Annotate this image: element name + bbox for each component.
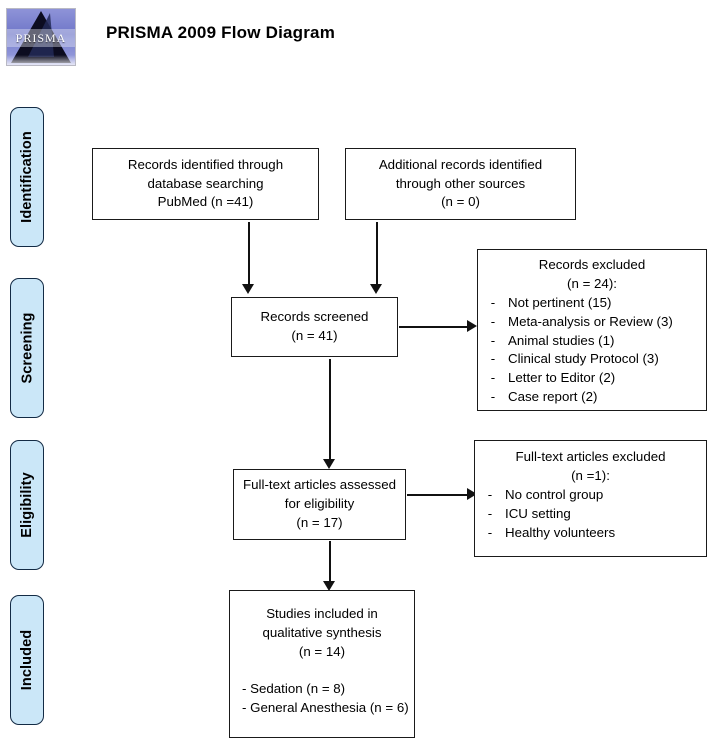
- connector-other-to-screened: [376, 222, 379, 284]
- box-records-screened: Records screened (n = 41): [231, 297, 398, 357]
- stage-label-included: Included: [10, 595, 44, 725]
- records-excluded-count: (n = 24):: [567, 275, 617, 291]
- box-records-identified-database: Records identified through database sear…: [92, 148, 319, 220]
- connector-screened-to-excluded: [399, 326, 467, 329]
- list-dash: -: [487, 505, 493, 521]
- fulltext-excluded-count: (n =1):: [571, 467, 610, 483]
- logo-shadow: [7, 55, 75, 65]
- included-line-2: qualitative synthesis: [262, 624, 382, 640]
- logo-triangle-sheen-icon: [28, 13, 54, 57]
- screened-line-2: (n = 41): [291, 328, 338, 343]
- list-item: - Meta-analysis or Review (3): [478, 313, 706, 332]
- list-item-label: ICU setting: [505, 505, 571, 521]
- list-item: - No control group: [475, 486, 706, 505]
- arrowhead-fulltext-to-included: [323, 581, 335, 591]
- list-dash: -: [490, 389, 496, 405]
- connector-screened-to-fulltext: [329, 359, 332, 459]
- included-breakdown-sedation: - Sedation (n = 8): [242, 680, 346, 696]
- arrowhead-database-to-screened: [242, 284, 254, 294]
- identified-other-line-1: Additional records identified: [378, 156, 543, 172]
- list-dash: -: [490, 351, 496, 367]
- box-studies-included: Studies included in qualitative synthesi…: [229, 590, 415, 738]
- included-spacer: [230, 662, 414, 680]
- list-dash: -: [487, 524, 493, 540]
- stage-label-screening: Screening: [10, 278, 44, 418]
- included-breakdown-general-anesthesia: - General Anesthesia (n = 6): [242, 699, 409, 715]
- list-dash: -: [490, 313, 496, 329]
- records-excluded-title: Records excluded: [538, 257, 646, 272]
- prisma-logo: PRISMA: [6, 8, 76, 66]
- list-item: - Letter to Editor (2): [478, 369, 706, 388]
- fulltext-excluded-title: Full-text articles excluded: [515, 449, 666, 464]
- arrowhead-fulltext-to-excluded: [467, 488, 477, 500]
- list-item-label: Letter to Editor (2): [508, 370, 616, 386]
- stage-label-identification: Identification: [10, 107, 44, 247]
- stage-label-eligibility: Eligibility: [10, 440, 44, 570]
- list-item-label: No control group: [505, 486, 604, 502]
- fulltext-assessed-line-1: Full-text articles assessed: [243, 477, 396, 493]
- stage-label-included-text: Included: [19, 629, 36, 691]
- stage-label-eligibility-text: Eligibility: [19, 472, 35, 538]
- fulltext-assessed-line-3: (n = 17): [296, 514, 343, 530]
- connector-fulltext-to-included: [329, 541, 332, 581]
- list-dash: -: [487, 486, 493, 502]
- arrowhead-other-to-screened: [370, 284, 382, 294]
- logo-text: PRISMA: [15, 30, 67, 45]
- list-item: - Not pertinent (15): [478, 294, 706, 313]
- page-title: PRISMA 2009 Flow Diagram: [106, 23, 336, 42]
- identified-other-line-2: through other sources: [395, 175, 526, 191]
- list-dash: -: [490, 370, 496, 386]
- fulltext-excluded-reason-list: - No control group - ICU setting - Healt…: [475, 486, 706, 543]
- screened-line-1: Records screened: [260, 309, 369, 325]
- list-dash: -: [490, 294, 496, 310]
- list-item-label: Animal studies (1): [508, 332, 615, 348]
- identified-other-line-3: (n = 0): [441, 194, 480, 210]
- records-excluded-reason-list: - Not pertinent (15) - Meta-analysis or …: [478, 294, 706, 407]
- list-item-label: Meta-analysis or Review (3): [508, 313, 673, 329]
- list-item-label: Case report (2): [508, 389, 598, 405]
- identified-database-line-1: Records identified through: [127, 156, 284, 172]
- included-line-1: Studies included in: [266, 606, 378, 621]
- list-item: - Healthy volunteers: [475, 524, 706, 543]
- arrowhead-screened-to-fulltext: [323, 459, 335, 469]
- logo-banner: PRISMA: [7, 29, 75, 47]
- box-additional-records-identified: Additional records identified through ot…: [345, 148, 576, 220]
- fulltext-assessed-line-2: for eligibility: [284, 496, 355, 512]
- list-item: - Clinical study Protocol (3): [478, 350, 706, 369]
- list-item: - Animal studies (1): [478, 332, 706, 351]
- list-item: - Case report (2): [478, 388, 706, 407]
- stage-label-identification-text: Identification: [19, 131, 35, 223]
- list-item-label: Clinical study Protocol (3): [508, 351, 659, 367]
- connector-database-to-screened: [248, 222, 251, 284]
- identified-database-line-3: PubMed (n =41): [157, 194, 254, 210]
- box-fulltext-excluded: Full-text articles excluded (n =1): - No…: [474, 440, 707, 557]
- box-records-excluded: Records excluded (n = 24): - Not pertine…: [477, 249, 707, 411]
- list-item: - ICU setting: [475, 505, 706, 524]
- connector-fulltext-to-excluded: [407, 494, 467, 497]
- identified-database-line-2: database searching: [147, 175, 264, 191]
- arrowhead-screened-to-excluded: [467, 320, 477, 332]
- list-item-label: Healthy volunteers: [505, 524, 616, 540]
- list-dash: -: [490, 332, 496, 348]
- stage-label-screening-text: Screening: [19, 312, 36, 384]
- box-fulltext-assessed: Full-text articles assessed for eligibil…: [233, 469, 406, 540]
- included-line-3: (n = 14): [298, 643, 346, 659]
- list-item-label: Not pertinent (15): [508, 294, 612, 310]
